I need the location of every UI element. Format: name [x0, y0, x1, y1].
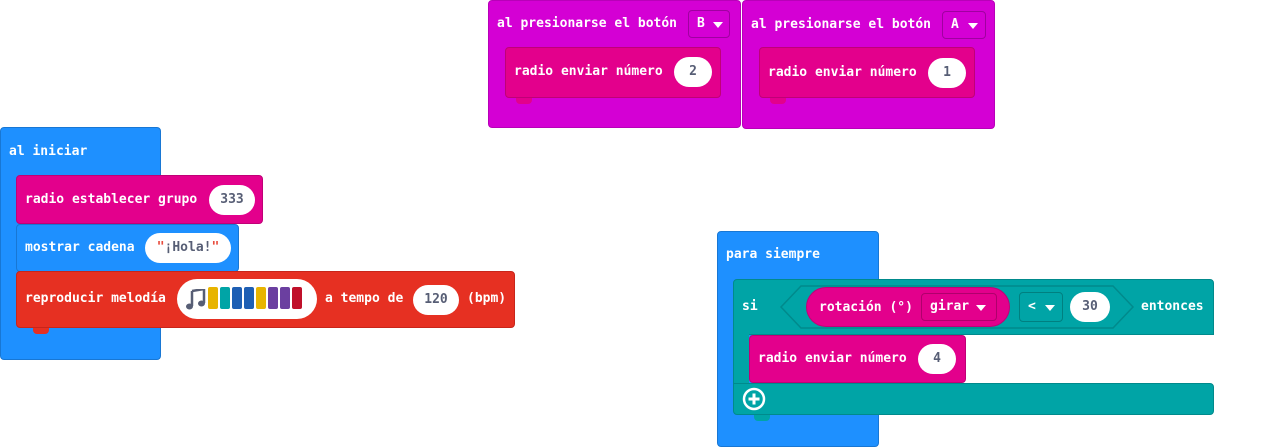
- rotation-reporter[interactable]: rotación (°) girar: [806, 287, 1010, 327]
- block-notch: [33, 328, 49, 334]
- radio-send-number-label: radio enviar número: [758, 351, 907, 366]
- melody-editor[interactable]: [177, 279, 317, 319]
- button-b-event-block[interactable]: al presionarse el botón B radio enviar n…: [488, 0, 741, 128]
- number-input[interactable]: 1: [928, 58, 966, 88]
- forever-label: para siempre: [726, 247, 820, 262]
- tempo-label: a tempo de: [325, 291, 404, 306]
- melody-note: [220, 287, 230, 309]
- on-start-label: al iniciar: [9, 144, 88, 159]
- plus-circle-icon[interactable]: [742, 387, 766, 411]
- rotation-label: rotación (°): [819, 300, 913, 315]
- then-label: entonces: [1141, 299, 1204, 314]
- button-b-value: B: [697, 16, 705, 31]
- radio-set-group-block[interactable]: radio establecer grupo 333: [16, 175, 263, 224]
- radio-send-number-block-a[interactable]: radio enviar número 1: [759, 47, 975, 104]
- play-melody-block[interactable]: reproducir melodía a tempo de 120 (bpm): [16, 271, 515, 334]
- button-a-event-block[interactable]: al presionarse el botón A radio enviar n…: [742, 0, 995, 129]
- button-b-dropdown[interactable]: B: [688, 10, 730, 38]
- tempo-input[interactable]: 120: [413, 285, 459, 315]
- radio-send-number-label: radio enviar número: [768, 65, 917, 80]
- melody-note: [280, 287, 290, 309]
- melody-note: [244, 287, 254, 309]
- chevron-down-icon: [968, 23, 978, 29]
- button-b-event-label: al presionarse el botón: [497, 16, 678, 31]
- melody-note: [292, 287, 302, 309]
- show-string-label: mostrar cadena: [25, 240, 135, 255]
- chevron-down-icon: [713, 22, 723, 28]
- number-input[interactable]: 2: [674, 57, 712, 87]
- radio-send-number-block-b[interactable]: radio enviar número 2: [505, 47, 721, 104]
- if-label: si: [742, 299, 758, 314]
- if-block-top[interactable]: si rotación (°) girar < 30 entonces: [733, 279, 1214, 335]
- button-a-value: A: [951, 17, 959, 32]
- melody-note: [268, 287, 278, 309]
- operator-value: <: [1028, 299, 1036, 314]
- rotation-option: girar: [930, 299, 970, 314]
- string-input[interactable]: "¡Hola!": [145, 233, 231, 263]
- if-block-side: [733, 334, 749, 384]
- radio-send-number-label: radio enviar número: [514, 64, 663, 79]
- button-a-dropdown[interactable]: A: [942, 11, 986, 39]
- button-a-event-label: al presionarse el botón: [751, 17, 932, 32]
- play-melody-label: reproducir melodía: [25, 291, 166, 306]
- compare-value-input[interactable]: 30: [1070, 292, 1110, 322]
- block-notch: [516, 98, 532, 104]
- melody-note: [256, 287, 266, 309]
- if-block-bottom[interactable]: [733, 383, 1214, 421]
- bpm-label: (bpm): [467, 291, 507, 306]
- chevron-down-icon: [1045, 305, 1055, 311]
- group-number-input[interactable]: 333: [209, 185, 255, 215]
- radio-send-number-block-forever[interactable]: radio enviar número 4: [749, 335, 966, 389]
- music-note-icon: [186, 289, 206, 310]
- melody-note: [232, 287, 242, 309]
- block-notch: [754, 415, 770, 421]
- radio-set-group-label: radio establecer grupo: [25, 192, 198, 207]
- string-value: ¡Hola!: [164, 240, 212, 255]
- show-string-block[interactable]: mostrar cadena "¡Hola!": [16, 224, 239, 272]
- rotation-dropdown[interactable]: girar: [921, 293, 997, 321]
- chevron-down-icon: [976, 305, 986, 311]
- melody-note: [208, 287, 218, 309]
- number-input[interactable]: 4: [918, 344, 956, 374]
- block-notch: [770, 98, 786, 104]
- operator-dropdown[interactable]: <: [1019, 292, 1063, 322]
